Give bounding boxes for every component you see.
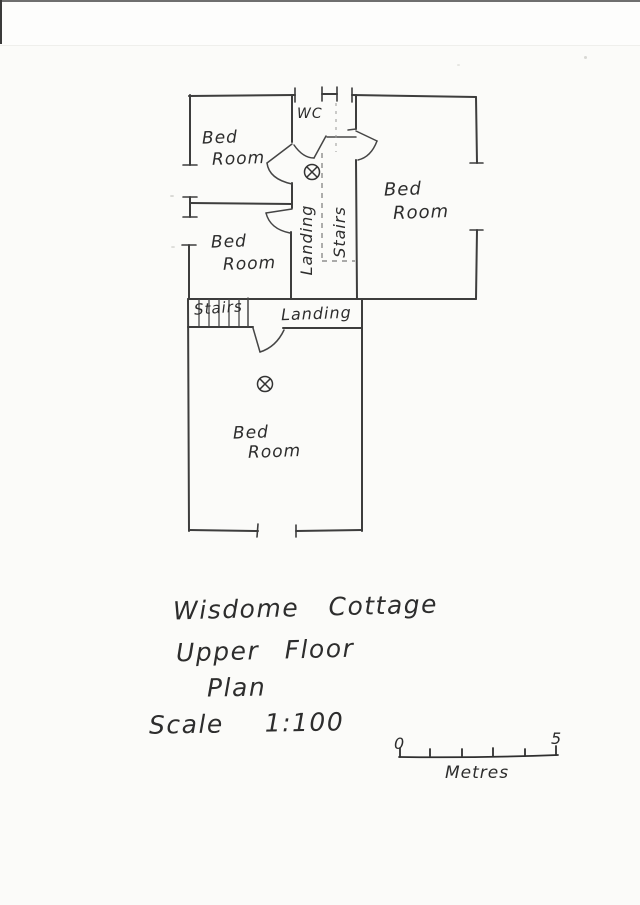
upper-section-exterior-walls <box>181 86 484 300</box>
scan-speck <box>457 64 460 66</box>
room-label-bedroom-large-line1: Bed <box>232 422 270 444</box>
plan-subtitle-floor: Upper Floor <box>175 633 355 668</box>
upper-stairwell-dashed-lines <box>321 103 355 262</box>
scale-bar-unit-label: Metres <box>445 763 510 783</box>
lower-stair-treads <box>198 299 240 326</box>
room-label-stairs-upper: Stairs <box>330 206 349 258</box>
room-label-landing-lower: Landing <box>280 302 353 325</box>
scan-edge-artifact-left <box>0 0 2 44</box>
plan-title: Wisdome Cottage <box>172 589 439 626</box>
room-label-bedroom-right-line1: Bed <box>383 178 423 201</box>
upper-section-doors <box>265 130 378 234</box>
scan-speck <box>171 246 175 248</box>
lower-section-door <box>252 327 285 353</box>
lower-section-walls <box>187 297 363 538</box>
scan-speck <box>584 56 587 59</box>
room-label-stairs-lower: Stairs <box>193 297 244 319</box>
scan-band-artifact <box>0 0 640 46</box>
scale-label: Scale <box>148 709 225 740</box>
scan-edge-artifact-top <box>0 0 640 2</box>
room-label-bedroom-top-left-line1: Bed <box>201 127 239 149</box>
upper-section-interior-walls <box>189 94 358 300</box>
scan-speck <box>170 195 174 197</box>
room-label-bedroom-large-line2: Room <box>247 441 302 463</box>
room-label-landing-upper: Landing <box>297 204 316 276</box>
room-label-bedroom-right-line2: Room <box>392 201 450 224</box>
scale-bar-linework <box>398 745 559 759</box>
ceiling-light-symbol-lower <box>256 375 274 393</box>
room-label-bedroom-mid-left-line1: Bed <box>210 231 248 253</box>
ceiling-light-symbol-upper <box>303 163 321 181</box>
room-label-bedroom-top-left-line2: Room <box>211 148 266 170</box>
scale-bar-start-label: 0 <box>394 734 406 753</box>
room-label-bedroom-mid-left-line2: Room <box>222 253 277 275</box>
room-label-wc: WC <box>297 106 323 122</box>
plan-subtitle-plan: Plan <box>206 672 267 703</box>
scale-value: 1:100 <box>264 707 345 738</box>
scale-bar-end-label: 5 <box>551 729 563 748</box>
